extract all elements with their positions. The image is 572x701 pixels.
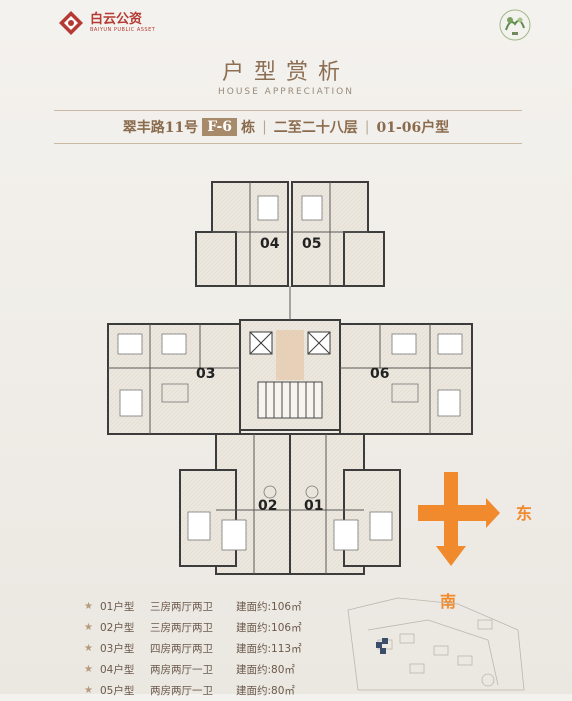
unit-label-04: 04 xyxy=(260,236,280,252)
star-icon: ★ xyxy=(84,664,93,675)
divider-bottom xyxy=(54,143,522,144)
list-item: ★ 05户型 两房两厅一卫 建面约:80㎡ xyxy=(84,685,295,697)
site-plan-map xyxy=(347,597,525,691)
star-icon: ★ xyxy=(84,685,93,696)
divider-top xyxy=(54,110,522,111)
project-badge-icon xyxy=(499,9,531,41)
address-text: 翠丰路11号 xyxy=(122,120,199,136)
brand-name: 白云公资 xyxy=(90,12,143,27)
unit-label-03: 03 xyxy=(196,366,216,382)
unit-label-01: 01 xyxy=(304,498,324,514)
unit-label-06: 06 xyxy=(370,366,390,382)
floors-text: 二至二十八层 xyxy=(273,120,358,136)
separator: | xyxy=(364,119,370,135)
list-item: ★ 04户型 两房两厅一卫 建面约:80㎡ xyxy=(84,664,295,676)
brand-name-en: BAIYUN PUBLIC ASSET xyxy=(90,27,156,33)
compass-arrows xyxy=(418,472,500,566)
building-info-bar: 翠丰路11号 F-6 栋 | 二至二十八层 | 01-06户型 xyxy=(0,117,572,137)
site-plan-marker-icon xyxy=(376,638,388,654)
page-subtitle: HOUSE APPRECIATION xyxy=(217,87,354,97)
unit-label-05: 05 xyxy=(302,236,322,252)
list-item: ★ 01户型 三房两厅两卫 建面约:106㎡ xyxy=(84,601,302,613)
separator: | xyxy=(262,119,267,135)
star-icon: ★ xyxy=(84,601,93,612)
compass-east-label: 东 xyxy=(516,504,533,523)
brand-logo: 白云公资 BAIYUN PUBLIC ASSET xyxy=(58,10,155,36)
unit-label-02: 02 xyxy=(258,498,278,514)
brand-logo-mark xyxy=(59,11,83,35)
units-text: 01-06户型 xyxy=(376,120,450,136)
building-suffix: 栋 xyxy=(241,120,256,136)
unit-type-list: ★ 01户型 三房两厅两卫 建面约:106㎡ ★ 02户型 三房两厅两卫 建面约… xyxy=(84,596,344,701)
list-item: ★ 02户型 三房两厅两卫 建面约:106㎡ xyxy=(84,622,302,634)
page-title: 户型赏析 xyxy=(221,60,350,85)
building-code-badge: F-6 xyxy=(202,118,238,136)
star-icon: ★ xyxy=(84,622,93,633)
list-item: ★ 03户型 四房两厅两卫 建面约:113㎡ xyxy=(84,643,302,655)
star-icon: ★ xyxy=(84,643,93,654)
compass-south-label: 南 xyxy=(440,592,457,611)
